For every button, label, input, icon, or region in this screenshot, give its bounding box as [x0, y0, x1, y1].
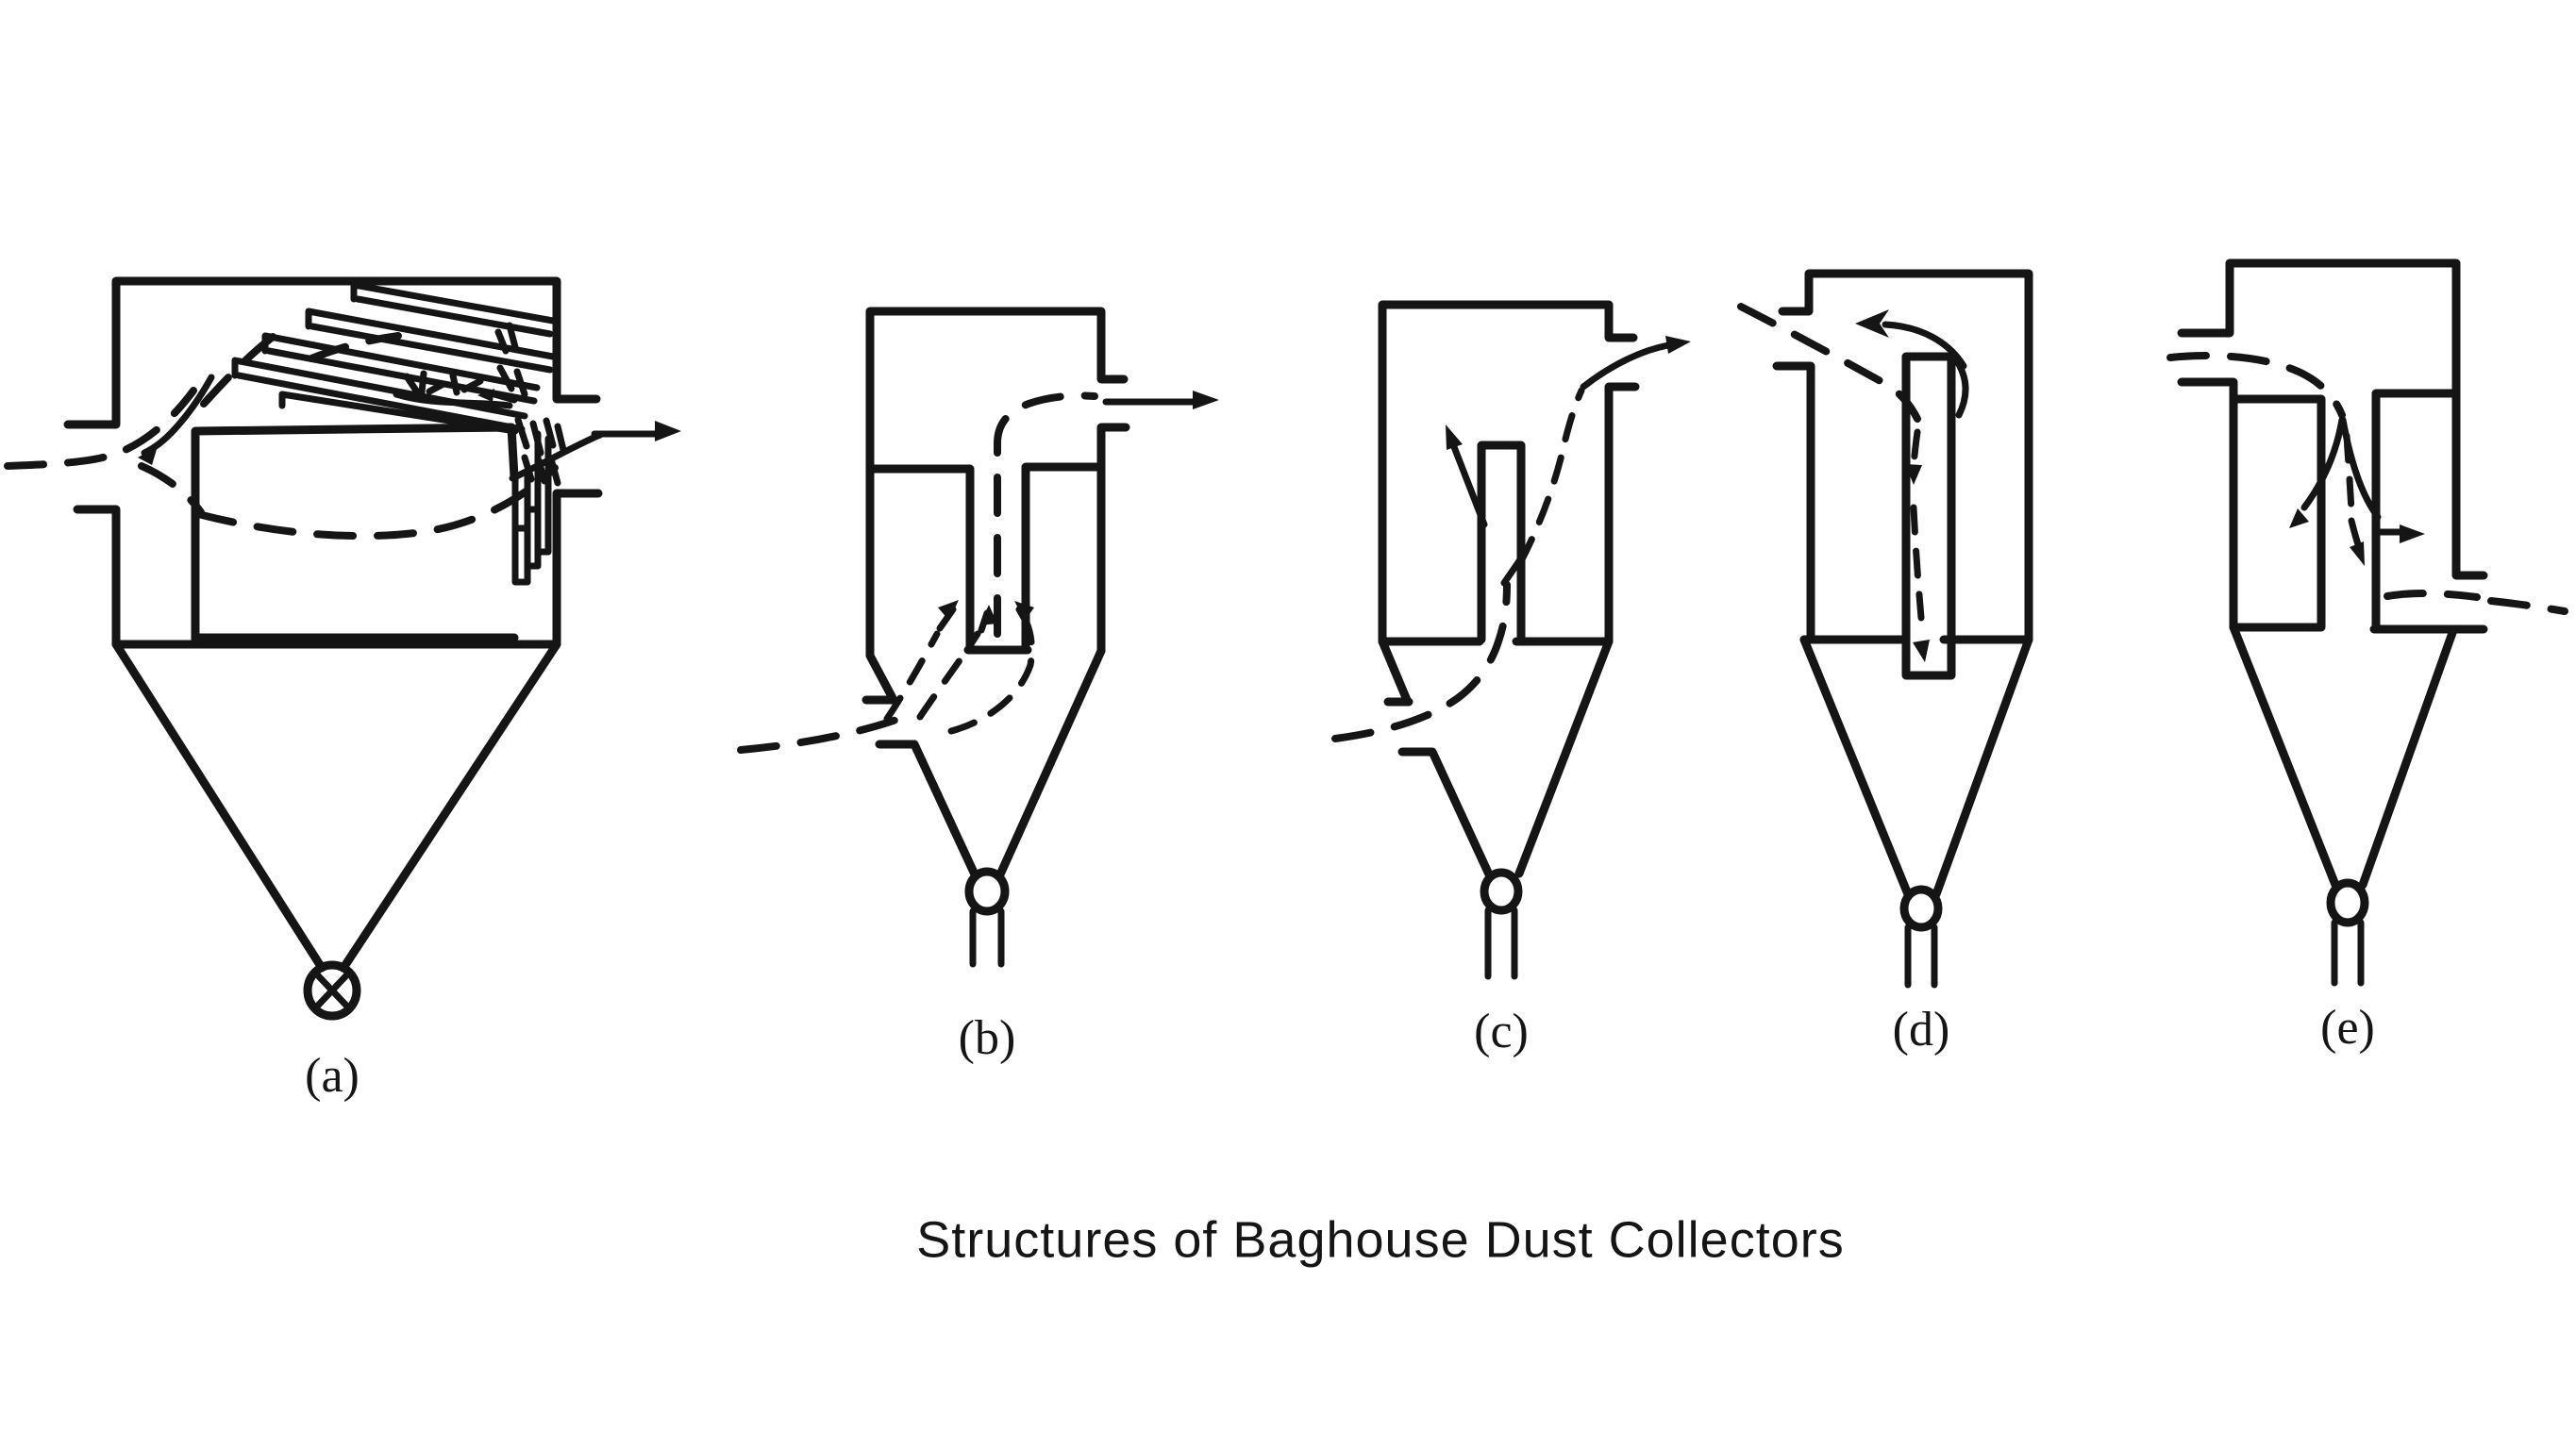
inner-bag-left [2229, 394, 2326, 630]
gas-flow-dashes [737, 391, 1098, 754]
panel-e-label: (e) [2320, 1001, 2375, 1055]
gas-flow-dashes [1737, 303, 1925, 622]
inner-slot-tube [865, 462, 1106, 655]
hopper [111, 640, 561, 973]
panel-a-label: (a) [305, 1049, 360, 1103]
outlet-arrowhead [1665, 336, 1691, 354]
split-flow-left [2300, 416, 2346, 511]
panel-b-label: (b) [959, 1011, 1016, 1065]
discharge-valve-icon [1480, 868, 1523, 980]
panel-d-label: (d) [1893, 1003, 1950, 1057]
discharge-valve-icon [964, 867, 1010, 968]
discharge-valve-icon [1899, 885, 1943, 989]
hopper [1799, 635, 2033, 899]
scatter-arrowhead [477, 389, 494, 402]
discharge-pipe [969, 907, 1005, 968]
hopper [910, 646, 1106, 879]
gas-flow-dashes [4, 322, 559, 541]
vessel-walls [1378, 300, 1640, 646]
outlet-flow-line [1580, 341, 1672, 391]
rotary-valve-icon [303, 960, 361, 1021]
collector-e: (e) [2166, 258, 2568, 1055]
vessel-walls [1772, 269, 2033, 644]
recirculation-line [1882, 321, 1967, 370]
outlet-flow-line [509, 430, 662, 482]
deflected-flow-line [1447, 436, 1488, 528]
hopper [2229, 623, 2458, 890]
inlet-deflector [141, 374, 215, 457]
louver-plates [231, 281, 557, 435]
inner-chamber [191, 423, 519, 646]
outlet-arrowhead [1193, 391, 1219, 409]
split-flow-right [2339, 416, 2406, 536]
discharge-pipe [1904, 924, 1938, 989]
vessel-walls [63, 276, 603, 649]
baffle-plate [1477, 441, 1526, 644]
gas-flow-dashes [1331, 387, 1585, 742]
vessel-walls [2177, 258, 2488, 634]
collector-b: (b) [737, 307, 1219, 1065]
hopper [1378, 637, 1614, 879]
outlet-arrowhead [655, 421, 681, 441]
left-arrowhead [1855, 309, 1889, 338]
discharge-pipe [1484, 907, 1518, 980]
figure-title: Structures of Baghouse Dust Collectors [916, 1211, 1844, 1268]
panel-c-label: (c) [1474, 1005, 1529, 1058]
discharge-valve-icon [2326, 878, 2369, 987]
collector-c: (c) [1331, 300, 1691, 1058]
discharge-pipe [2331, 919, 2365, 987]
inner-bag-right [2371, 389, 2461, 632]
vessel-walls [861, 307, 1130, 749]
collector-a: (a) [4, 276, 681, 1103]
plate-edge-stack [511, 430, 552, 586]
collector-d: (d) [1737, 269, 2033, 1057]
filter-bag [1901, 352, 1956, 680]
